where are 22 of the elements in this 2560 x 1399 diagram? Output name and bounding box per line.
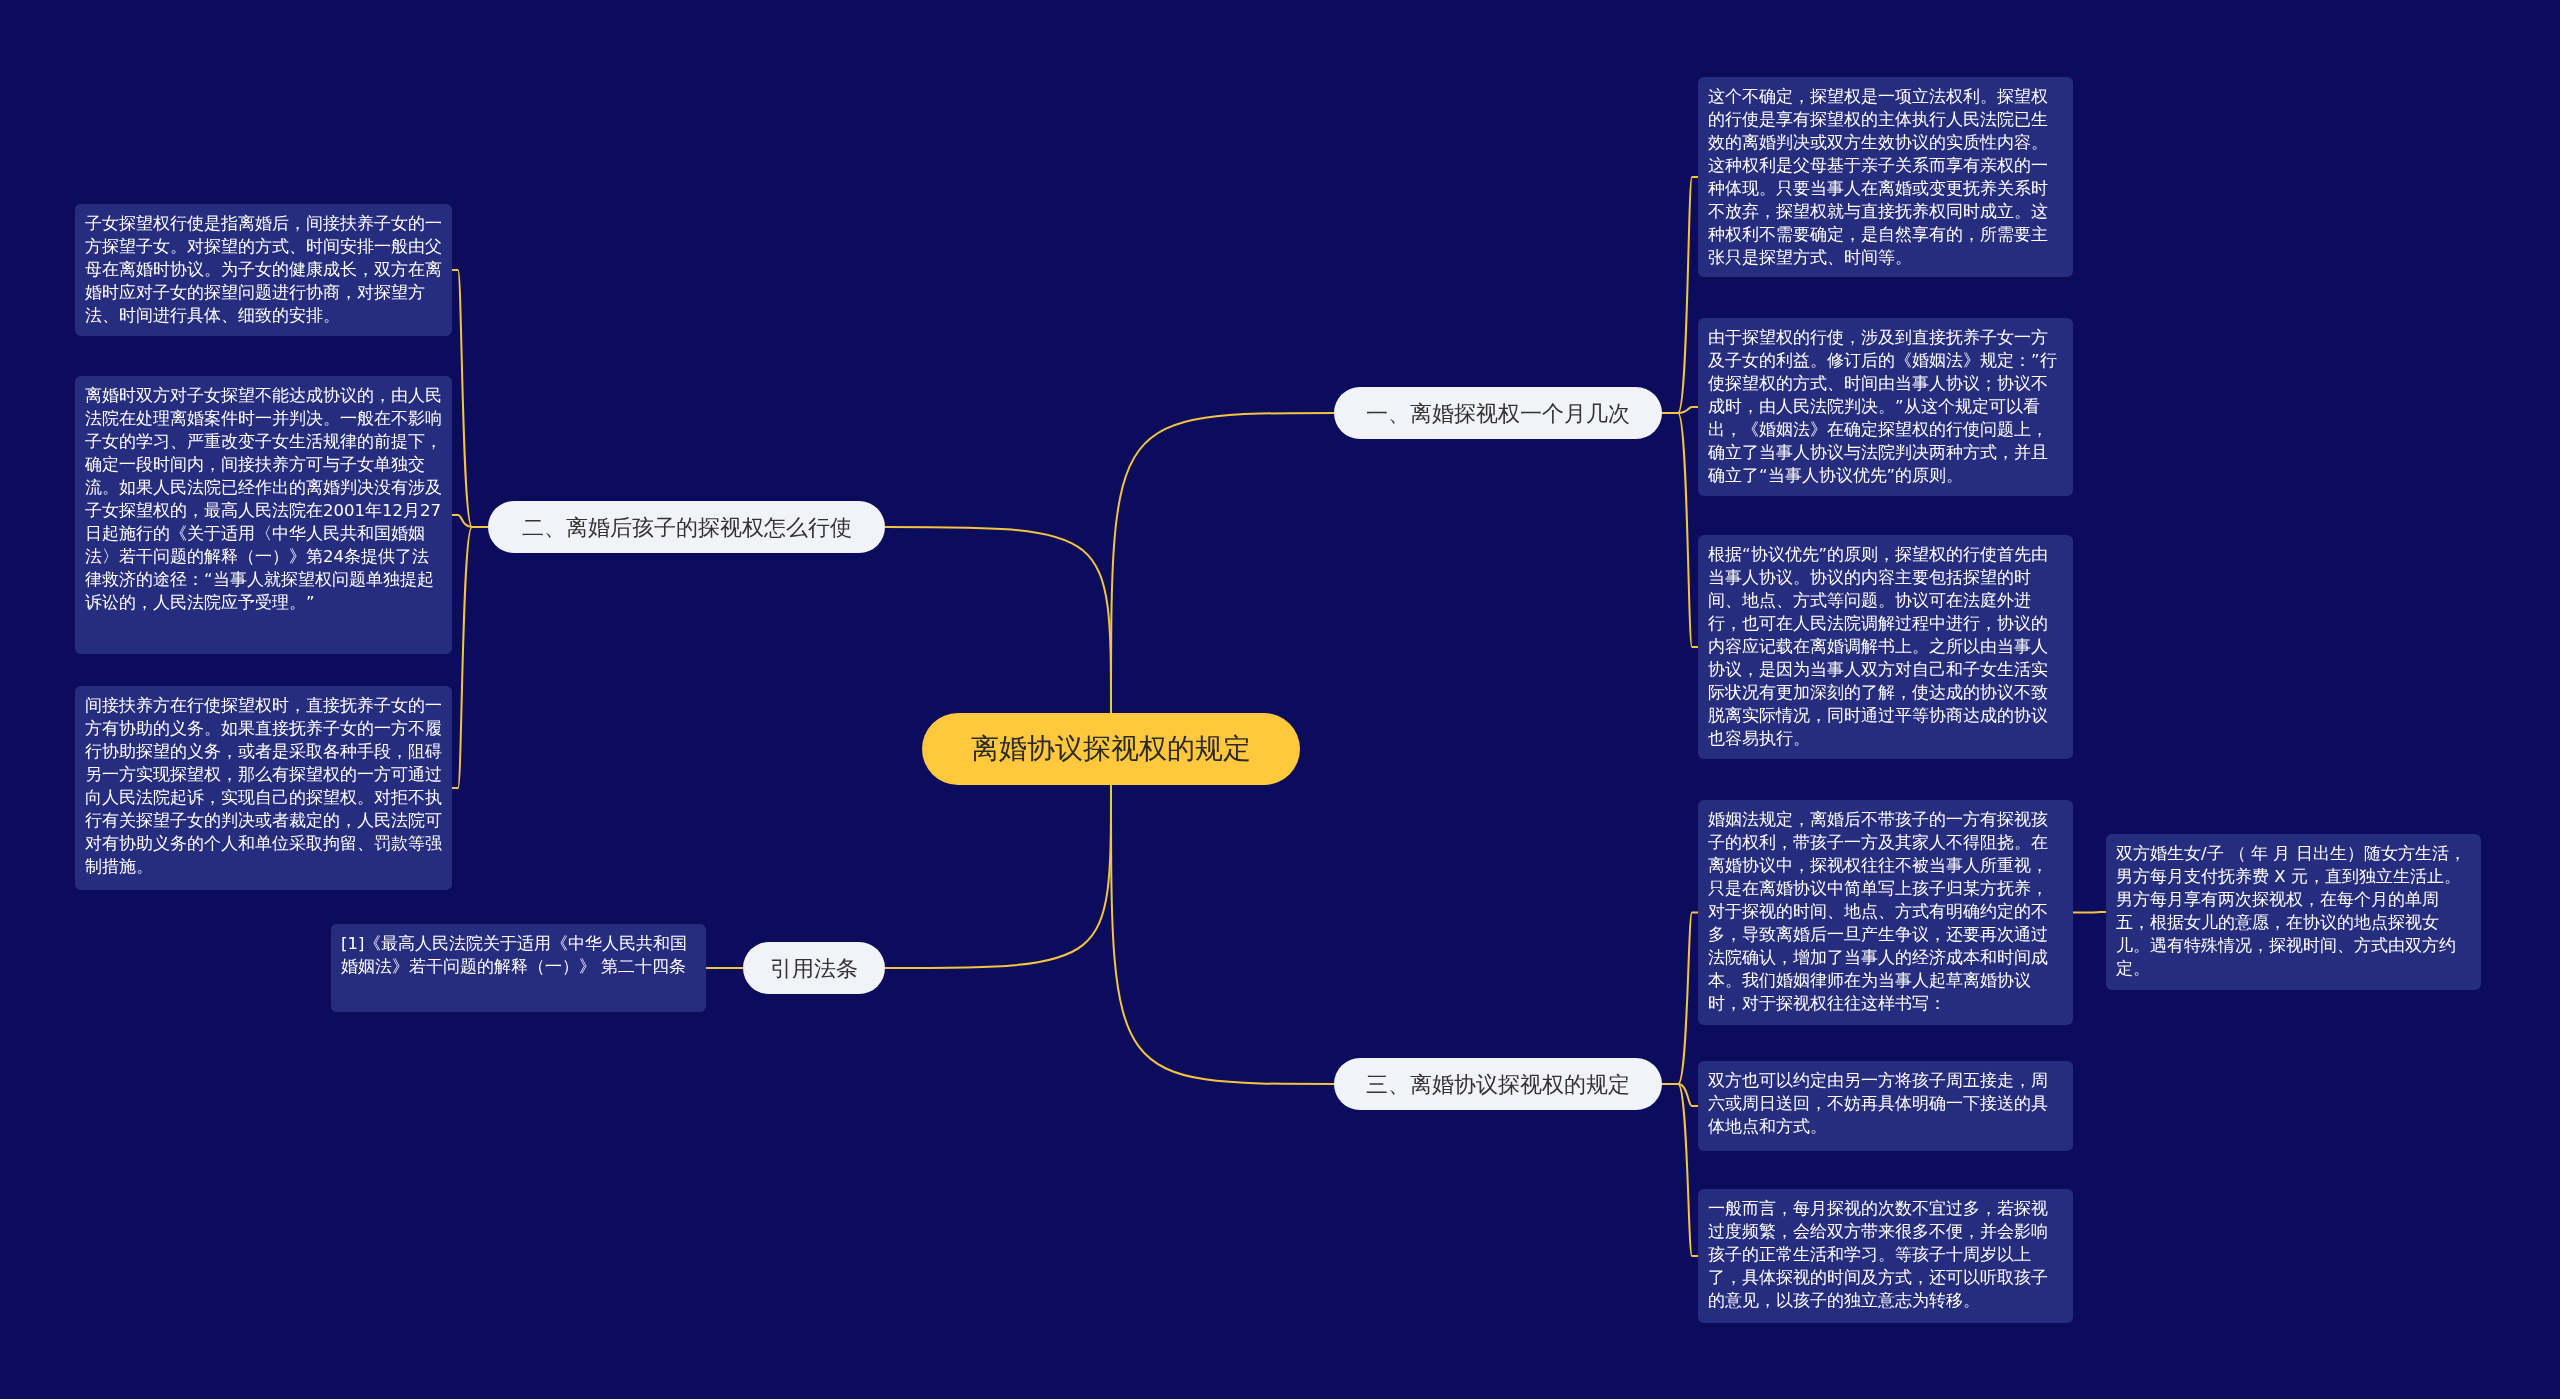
branch-topic: 二、离婚后孩子的探视权怎么行使: [488, 501, 885, 553]
note-card: 双方婚生女/子 （ 年 月 日出生）随女方生活，男方每月支付抚养费 X 元，直到独立生活止。男方每月享有两次探视权，在每个月的单周五，根据女儿的意愿，在协议的地点探视女儿。遇有特殊情况，探视时间、方式由双方约定。: [2106, 834, 2481, 990]
note-card: 根据“协议优先”的原则，探望权的行使首先由当事人协议。协议的内容主要包括探望的时间、地点、方式等问题。协议可在法庭外进行，也可在人民法院调解过程中进行，协议的内容应记载在离婚调解书上。之所以由当事人协议，是因为当事人双方对自己和子女生活实际状况有更加深刻的了解，使达成的协议不致脱离实际情况，同时通过平等协商达成的协议也容易执行。: [1698, 535, 2073, 759]
note-card: 婚姻法规定，离婚后不带孩子的一方有探视孩子的权利，带孩子一方及其家人不得阻挠。在离婚协议中，探视权往往不被当事人所重视，只是在离婚协议中简单写上孩子归某方抚养，对于探视的时间、地点、方式有明确约定的不多，导致离婚后一旦产生争议，还要再次通过法院确认，增加了当事人的经济成本和时间成本。我们婚姻律师在为当事人起草离婚协议时，对于探视权往往这样书写：: [1698, 800, 2073, 1025]
note-card: 一般而言，每月探视的次数不宜过多，若探视过度频繁，会给双方带来很多不便，并会影响孩子的正常生活和学习。等孩子十周岁以上了，具体探视的时间及方式，还可以听取孩子的意见，以孩子的独立意志为转移。: [1698, 1189, 2073, 1323]
note-card: 离婚时双方对子女探望不能达成协议的，由人民法院在处理离婚案件时一并判决。一般在不影响子女的学习、严重改变子女生活规律的前提下，确定一段时间内，间接扶养方可与子女单独交流。如果人民法院已经作出的离婚判决没有涉及子女探望权的，最高人民法院在2001年12月27日起施行的《关于适用〈中华人民共和国婚姻法〉若干问题的解释（一）》第24条提供了法律救济的途径：“当事人就探望权问题单独提起诉讼的，人民法院应予受理。”: [75, 376, 452, 654]
note-card: 双方也可以约定由另一方将孩子周五接走，周六或周日送回，不妨再具体明确一下接送的具体地点和方式。: [1698, 1061, 2073, 1151]
note-card: 由于探望权的行使，涉及到直接抚养子女一方及子女的利益。修订后的《婚姻法》规定：”行使探望权的方式、时间由当事人协议；协议不成时，由人民法院判决。”从这个规定可以看出，《婚姻法》在确定探望权的行使问题上，确立了当事人协议与法院判决两种方式，并且确立了“当事人协议优先”的原则。: [1698, 318, 2073, 496]
note-card: 这个不确定，探望权是一项立法权利。探望权的行使是享有探望权的主体执行人民法院已生效的离婚判决或双方生效协议的实质性内容。这种权利是父母基于亲子关系而享有亲权的一种体现。只要当事人在离婚或变更抚养关系时不放弃，探望权就与直接抚养权同时成立。这种权利不需要确定，是自然享有的，所需要主张只是探望方式、时间等。: [1698, 77, 2073, 277]
connector: [884, 526, 1112, 714]
branch-topic: 引用法条: [743, 942, 885, 994]
note-card: 间接扶养方在行使探望权时，直接抚养子女的一方有协助的义务。如果直接抚养子女的一方不履行协助探望的义务，或者是采取各种手段，阻碍另一方实现探望权，那么有探望权的一方可通过向人民法院起诉，实现自己的探望权。对拒不执行有关探望子女的判决或者裁定的，人民法院可对有协助义务的个人和单位采取拘留、罚款等强制措施。: [75, 686, 452, 890]
connector: [2072, 911, 2107, 914]
note-card: 子女探望权行使是指离婚后，间接扶养子女的一方探望子女。对探望的方式、时间安排一般由父母在离婚时协议。为子女的健康成长，双方在离婚时应对子女的探望问题进行协商，对探望方法、时间进行具体、细致的安排。: [75, 204, 452, 336]
connector: [1661, 1083, 1699, 1257]
connector: [884, 784, 1112, 969]
central-topic: 离婚协议探视权的规定: [922, 713, 1300, 785]
branch-topic: 一、离婚探视权一个月几次: [1334, 387, 1662, 439]
note-card: [1]《最高人民法院关于适用《中华人民共和国婚姻法》若干问题的解释（一）》 第二十四条: [331, 924, 706, 1012]
connector: [451, 526, 489, 789]
branch-topic: 三、离婚协议探视权的规定: [1334, 1058, 1662, 1110]
connector: [705, 967, 744, 969]
